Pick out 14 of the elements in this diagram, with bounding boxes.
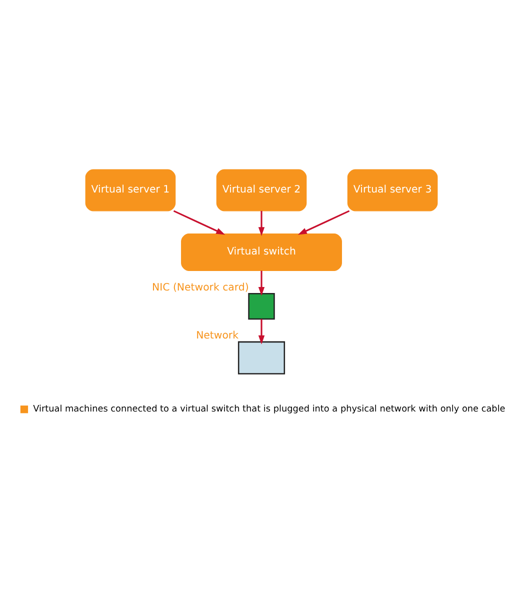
node-box [238, 341, 286, 374]
arrow [258, 319, 265, 344]
node-label: Network [196, 330, 238, 342]
arrow [173, 210, 226, 235]
legend-label: Virtual machines connected to a virtual switch that is plugged into a physical network with only one cable [33, 404, 506, 415]
node-box: Virtual server 1 [85, 169, 176, 212]
arrow [298, 210, 350, 235]
arrow [258, 270, 265, 296]
node-box [248, 292, 275, 320]
node-box: Virtual server 2 [216, 169, 307, 212]
node-box: Virtual switch [181, 233, 342, 271]
node-box: Virtual server 3 [347, 169, 438, 212]
arrow [258, 210, 265, 236]
node-label: NIC (Network card) [152, 282, 249, 294]
